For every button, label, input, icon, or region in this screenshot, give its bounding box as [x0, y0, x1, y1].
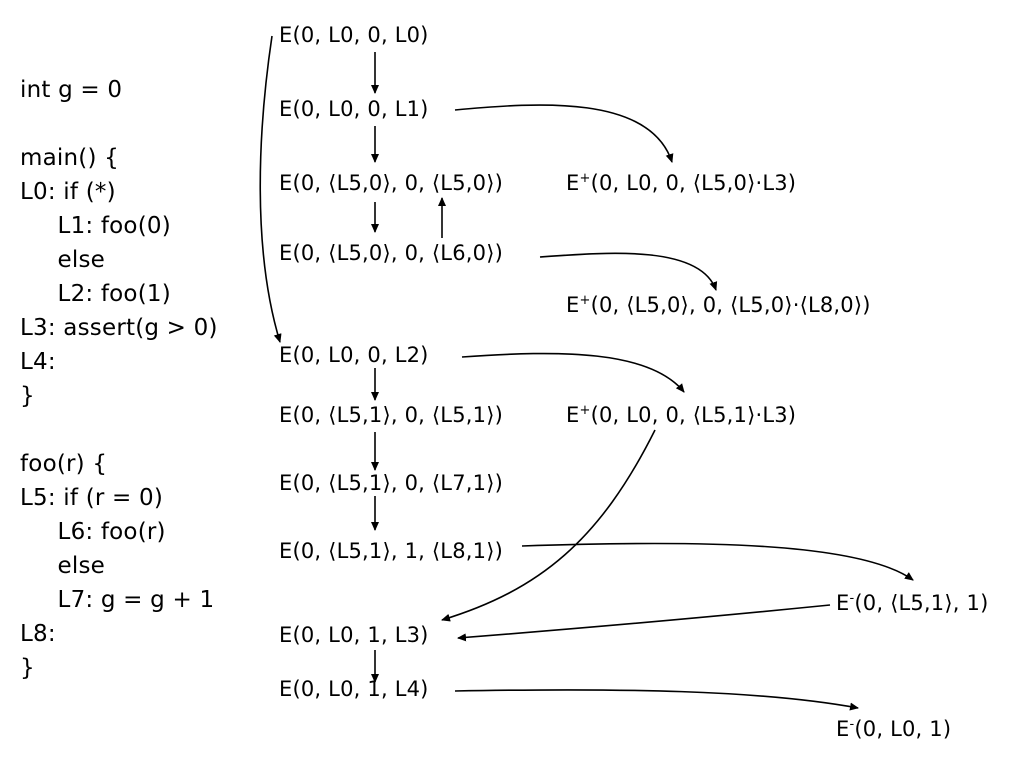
node-sup: +	[579, 171, 591, 186]
node-body: (0, L0, 1, L4)	[292, 677, 429, 701]
code-line: int g = 0	[20, 77, 123, 103]
code-line: L6: foo(r)	[20, 519, 166, 545]
edge-e1-e5	[259, 35, 282, 343]
code-line: L4:	[20, 349, 56, 375]
node-prefix: E	[279, 343, 293, 367]
node-prefix: E	[279, 171, 293, 195]
node-p2: E+(0, ⟨L5,0⟩, 0, ⟨L5,0⟩·⟨L8,0⟩)	[566, 292, 871, 318]
node-prefix: E	[279, 471, 293, 495]
code-line: L0: if (*)	[20, 179, 116, 205]
node-body: (0, ⟨L5,1⟩, 1)	[854, 591, 989, 615]
code-line: L5: if (r = 0)	[20, 485, 164, 511]
node-m2: E-(0, L0, 1)	[836, 716, 951, 742]
edge-e2-p1	[454, 104, 674, 163]
code-line: L2: foo(1)	[20, 281, 171, 307]
node-e1: E(0, L0, 0, L0)	[279, 22, 429, 48]
node-e7: E(0, ⟨L5,1⟩, 0, ⟨L7,1⟩)	[279, 470, 503, 496]
code-line: L3: assert(g > 0)	[20, 315, 218, 341]
node-e8: E(0, ⟨L5,1⟩, 1, ⟨L8,1⟩)	[279, 538, 503, 564]
edge-e8-m1	[521, 542, 914, 581]
node-body: (0, ⟨L5,0⟩, 0, ⟨L6,0⟩)	[292, 241, 503, 265]
node-prefix: E	[279, 241, 293, 265]
node-prefix: E	[279, 539, 293, 563]
node-body: (0, ⟨L5,1⟩, 0, ⟨L5,1⟩)	[292, 403, 503, 427]
node-e2: E(0, L0, 0, L1)	[279, 96, 429, 122]
node-prefix: E	[836, 591, 850, 615]
edge-p3-e9	[441, 429, 656, 622]
node-sup: -	[849, 591, 855, 606]
node-sup: +	[579, 403, 591, 418]
edge-e10-m2	[454, 689, 859, 711]
node-e3: E(0, ⟨L5,0⟩, 0, ⟨L5,0⟩)	[279, 170, 503, 196]
code-line: foo(r) {	[20, 451, 108, 477]
node-body: (0, L0, 1, L3)	[292, 623, 429, 647]
node-e5: E(0, L0, 0, L2)	[279, 342, 429, 368]
node-prefix: E	[279, 623, 293, 647]
node-sup: -	[849, 717, 855, 732]
node-e9: E(0, L0, 1, L3)	[279, 622, 429, 648]
code-line: }	[20, 383, 35, 409]
node-body: (0, ⟨L5,1⟩, 1, ⟨L8,1⟩)	[292, 539, 503, 563]
node-prefix: E	[279, 97, 293, 121]
node-body: (0, L0, 0, L1)	[292, 97, 429, 121]
code-line: main() {	[20, 145, 119, 171]
node-body: (0, L0, 0, ⟨L5,0⟩·L3)	[590, 171, 797, 195]
node-e4: E(0, ⟨L5,0⟩, 0, ⟨L6,0⟩)	[279, 240, 503, 266]
node-prefix: E	[279, 403, 293, 427]
node-e10: E(0, L0, 1, L4)	[279, 676, 429, 702]
node-p3: E+(0, L0, 0, ⟨L5,1⟩·L3)	[566, 402, 796, 428]
node-p1: E+(0, L0, 0, ⟨L5,0⟩·L3)	[566, 170, 796, 196]
node-prefix: E	[279, 23, 293, 47]
node-e6: E(0, ⟨L5,1⟩, 0, ⟨L5,1⟩)	[279, 402, 503, 428]
node-body: (0, ⟨L5,0⟩, 0, ⟨L5,0⟩·⟨L8,0⟩)	[590, 293, 871, 317]
edge-e5-p3	[461, 352, 685, 393]
node-prefix: E	[279, 677, 293, 701]
node-body: (0, ⟨L5,0⟩, 0, ⟨L5,0⟩)	[292, 171, 503, 195]
code-line: else	[20, 247, 106, 273]
node-body: (0, L0, 0, L0)	[292, 23, 429, 47]
node-body: (0, L0, 1)	[854, 717, 952, 741]
node-prefix: E	[566, 171, 580, 195]
node-prefix: E	[566, 403, 580, 427]
edge-e4-p2	[539, 252, 718, 291]
code-line: L8:	[20, 621, 56, 647]
code-line: }	[20, 655, 35, 681]
node-prefix: E	[566, 293, 580, 317]
node-m1: E-(0, ⟨L5,1⟩, 1)	[836, 590, 988, 616]
edge-m1-e9	[457, 604, 831, 642]
node-body: (0, ⟨L5,1⟩, 0, ⟨L7,1⟩)	[292, 471, 503, 495]
code-line: else	[20, 553, 106, 579]
node-body: (0, L0, 0, ⟨L5,1⟩·L3)	[590, 403, 797, 427]
code-line: L7: g = g + 1	[20, 587, 215, 613]
node-sup: +	[579, 293, 591, 308]
node-prefix: E	[836, 717, 850, 741]
code-line: L1: foo(0)	[20, 213, 171, 239]
node-body: (0, L0, 0, L2)	[292, 343, 429, 367]
